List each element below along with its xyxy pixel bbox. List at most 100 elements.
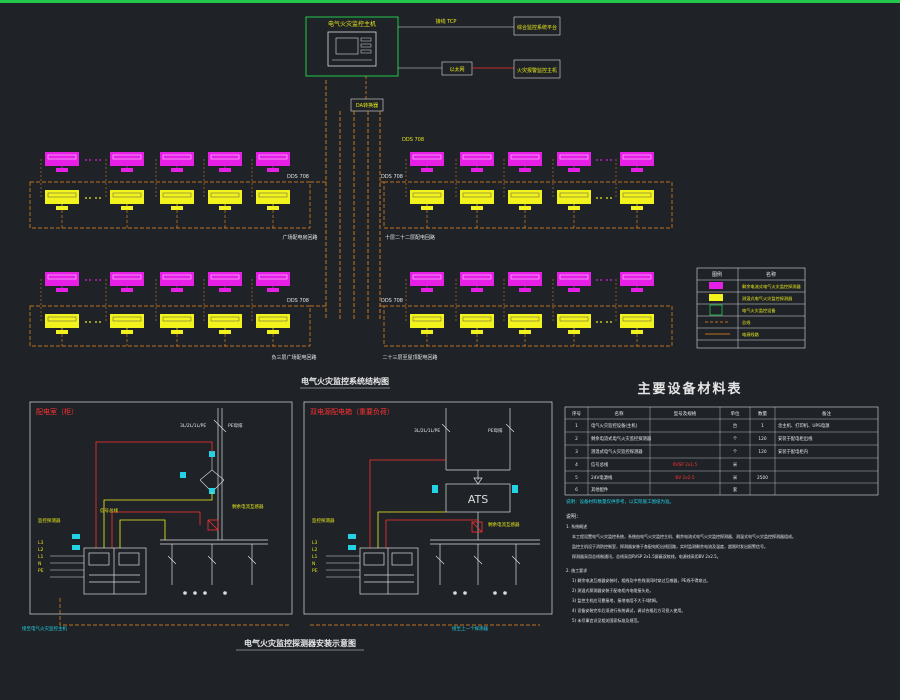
panel-group-2 (380, 152, 673, 229)
materials-cell-4-0: 5 (575, 475, 578, 481)
materials-cell-2-5: 安装于配电柜内 (778, 448, 808, 455)
legend-icon-residual (709, 282, 723, 289)
left-bus-label: 信号总线 (100, 507, 118, 514)
materials-footnote: 说明：设备材料数量仅供参考，以实际施工图纸为准。 (566, 498, 674, 505)
host-title: 电气火灾监控主机 (328, 20, 376, 28)
group-label-1: 广场配电房回路 (282, 234, 317, 241)
residual-detector (208, 272, 242, 292)
residual-detector (508, 272, 542, 292)
legend-row-4: 总线 (742, 319, 751, 325)
ats-label: ATS (468, 493, 488, 506)
right-bot-box (513, 59, 561, 79)
host-monitor-icon (327, 31, 377, 67)
materials-cell-2-3: 个 (733, 449, 738, 455)
left-side-4: L1 (38, 554, 44, 560)
temp-detector (208, 314, 242, 334)
left-sensor-2 (180, 472, 186, 478)
materials-header-4: 数量 (758, 410, 767, 417)
residual-detector (110, 272, 144, 292)
materials-cell-2-0: 3 (575, 449, 578, 455)
materials-cell-5-1: 其他配件 (591, 486, 609, 493)
group-label-2: 十层二十二层配电回路 (385, 234, 435, 241)
materials-header-2: 型号及规格 (674, 410, 697, 417)
materials-header-0: 序号 (572, 410, 581, 417)
materials-cell-3-3: 米 (733, 461, 738, 468)
notes-item-2: 监控主机设于消防控制室，探测器安装于各配电柜出线回路，实时监测剩余电流及温度，超… (572, 543, 768, 549)
temp-detector (256, 190, 290, 210)
notes-item-8: 4) 设备安装完毕后须进行系统调试，调试合格后方可投入使用。 (572, 607, 685, 613)
left-side-6: PE (38, 568, 44, 574)
legend-icon-temp (709, 294, 723, 301)
temp-detector (557, 190, 591, 210)
materials-cell-5-3: 套 (733, 486, 738, 493)
residual-detector (208, 152, 242, 172)
notes-heading: 说明： (566, 513, 581, 520)
right-bottom-label: 接至上一个探测器 (452, 625, 488, 632)
left-terminal-label: 剩余电流互感器 (232, 503, 264, 510)
notes-item-7: 3) 监控主机应可靠接地，接地电阻不大于4欧姆。 (572, 597, 660, 603)
temp-detector (620, 190, 654, 210)
residual-detector (557, 152, 591, 172)
temp-detector (460, 314, 494, 334)
temp-detector (208, 190, 242, 210)
left-sensor-1 (209, 451, 215, 457)
temp-detector (410, 314, 444, 334)
materials-cell-4-3: 米 (733, 474, 738, 481)
left-pe-label: PE母排 (228, 422, 243, 429)
materials-cell-1-4: 120 (758, 436, 766, 442)
materials-cell-1-1: 剩余电流式电气火灾监控探测器 (591, 435, 652, 442)
materials-cell-0-1: 电气火灾监控设备(主机) (591, 422, 638, 429)
residual-detector (45, 152, 79, 172)
converter-box (350, 98, 384, 112)
right-side-4: L1 (312, 554, 318, 560)
legend-row-5: 电源线路 (742, 331, 760, 338)
bus-label-left-1: DDS 708 (287, 174, 309, 180)
notes-item-1: 本工程设置电气火灾监控系统，系统由电气火灾监控主机、剩余电流式电气火灾监控探测器… (572, 533, 796, 539)
notes-item-4: 2. 施工要求 (566, 567, 587, 573)
notes-item-5: 1) 剩余电流互感器安装时，相线及中性线须同时穿过互感器，PE线不得穿过。 (572, 577, 710, 583)
residual-detector (620, 152, 654, 172)
temp-detector (557, 314, 591, 334)
left-side-5: N (38, 561, 41, 567)
temp-detector (460, 190, 494, 210)
materials-cell-4-2: BV 2x2.5 (675, 475, 694, 481)
install-diagram-left: 配电室（柜） 3L/2L/1L/PE PE母排 剩余电流互感器 信号总线 (22, 401, 293, 632)
notes-item-9: 5) 未尽事宜详见相关国家标准及规范。 (572, 617, 641, 623)
right-side-1: 监控探测器 (312, 517, 335, 524)
residual-detector (256, 272, 290, 292)
residual-detector (460, 152, 494, 172)
right-top-box-label: 综合监控系统平台 (517, 24, 557, 31)
host-box (305, 16, 399, 77)
materials-cell-0-4: 1 (761, 423, 764, 429)
bus-label-left-2: DDS 708 (287, 298, 309, 304)
right-top-label: 接线 TCP (436, 18, 457, 25)
residual-detector (160, 272, 194, 292)
right-side-6: PE (312, 568, 318, 574)
residual-detector (460, 272, 494, 292)
group-label-4: 二十三层至屋顶配电回路 (382, 354, 437, 361)
right-mid-box (441, 61, 473, 76)
left-side-3: L2 (38, 547, 44, 553)
materials-cell-3-2: RVSP 2x1.5 (673, 462, 698, 468)
materials-header-1: 名称 (615, 410, 624, 417)
materials-cell-1-3: 个 (733, 436, 738, 442)
legend-header-name: 名称 (766, 271, 776, 278)
residual-detector (557, 272, 591, 292)
bus-label-right-1: DDS 708 (381, 174, 403, 180)
architecture-diagram: 电气火灾监控主机 接线 TCP 综合监控系统平台 以太网 火灾报警监控主机 DA… (29, 16, 673, 389)
left-diagram-title: 配电室（柜） (36, 407, 78, 416)
legend-row-2: 测温式电气火灾监控探测器 (742, 295, 793, 302)
right-bot-box-label: 火灾报警监控主机 (517, 67, 557, 74)
right-diagram-title: 双电源配电箱（重要负荷） (310, 407, 394, 416)
materials-cell-3-0: 4 (575, 462, 578, 468)
bus-label-right-2: DDS 708 (381, 298, 403, 304)
left-bottom-label: 接至电气火灾监控主机 (22, 625, 67, 632)
legend-row-3: 电气火灾监控设备 (742, 307, 776, 314)
right-terminal-label: 剩余电流互感器 (488, 521, 520, 528)
temp-detector (110, 190, 144, 210)
legend-icon-device (709, 304, 723, 316)
legend-row-1: 剩余电流式电气火灾监控探测器 (742, 283, 801, 290)
notes-item-0: 1. 系统概述 (566, 523, 587, 529)
right-breaker-label-a: 3L/2L/1L/PE (414, 428, 440, 434)
